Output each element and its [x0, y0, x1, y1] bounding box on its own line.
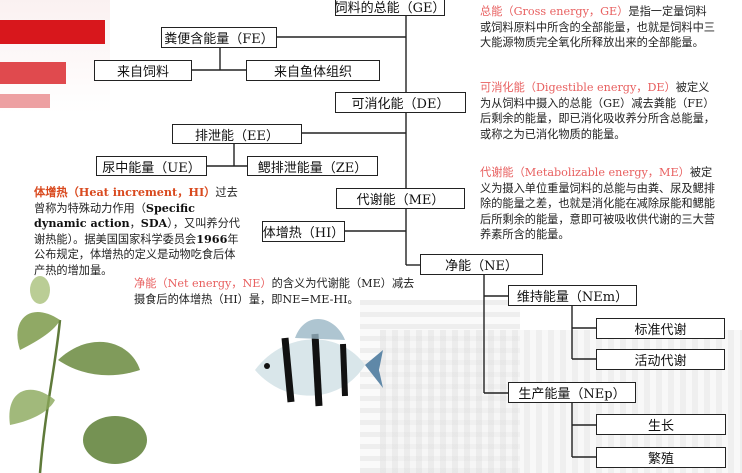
box-ze: 鳃排泄能量（ZE） [247, 156, 378, 176]
box-nem: 维持能量（NEm） [508, 285, 637, 306]
note-hi-text-2: ， [129, 217, 141, 230]
note-hi-text-4: 年公布规定，体增热的定义是动物吃食后体产热的增加量。 [34, 232, 239, 277]
note-ne-term: 净能（Net energy，NE） [134, 277, 272, 290]
box-fe: 粪便含能量（FE） [161, 27, 277, 48]
note-me-term: 代谢能（Metabolizable energy，ME） [480, 166, 690, 179]
note-hi: 体增热（Heat increment，HI）过去曾称为特殊动力作用（Specif… [34, 185, 246, 278]
box-ge: 饲料的总能（GE） [335, 0, 445, 16]
note-de: 可消化能（Digestible energy，DE）被定义为从饲料中摄入的总能（… [480, 80, 716, 142]
note-ne-text: 的含义为代谢能（ME）减去摄食后的体增热（HI）量，即NE=ME-HI。 [134, 277, 415, 306]
fish-illustration [255, 319, 383, 407]
box-me: 代谢能（ME） [336, 188, 465, 209]
box-ue: 尿中能量（UE） [96, 156, 207, 176]
box-from-feed: 来自饲料 [94, 60, 192, 81]
box-from-fish: 来自鱼体组织 [246, 60, 380, 81]
red-stripe-top [0, 20, 105, 44]
box-hi: 体增热（HI） [262, 221, 345, 242]
note-ge-text: 是指一定量饲料或饲料原料中所含的全部能量，也就是饲料中三大能源物质完全氧化所释放… [480, 5, 715, 49]
box-nep: 生产能量（NEp） [508, 382, 636, 403]
box-act-metab: 活动代谢 [596, 349, 725, 370]
note-hi-bold-2: SDA [140, 216, 168, 230]
box-std-metab: 标准代谢 [596, 318, 725, 339]
box-ne: 净能（NE） [420, 254, 543, 275]
box-repro: 繁殖 [596, 447, 726, 468]
box-de: 可消化能（DE） [335, 92, 466, 113]
note-de-term: 可消化能（Digestible energy，DE） [480, 81, 676, 94]
note-hi-text-3: ），又叫养分代谢热能）。据美国国家科学委员会 [34, 217, 240, 246]
note-me: 代谢能（Metabolizable energy，ME）被定义为摄入单位重量饲料… [480, 165, 716, 243]
plant-illustration [9, 276, 147, 473]
note-de-text: 被定义为从饲料中摄入的总能（GE）减去粪能（FE）后剩余的能量，即已消化吸收养分… [480, 81, 715, 141]
note-ne: 净能（Net energy，NE）的含义为代谢能（ME）减去摄食后的体增热（HI… [134, 276, 418, 307]
note-ge: 总能（Gross energy，GE）是指一定量饲料或饲料原料中所含的全部能量，… [480, 4, 716, 51]
note-hi-term: 体增热（Heat increment，HI） [34, 185, 216, 199]
note-hi-text-1: 过去曾称为特殊动力作用（ [34, 186, 238, 215]
note-hi-bold-3: 1966 [196, 231, 228, 246]
note-me-text: 被定义为摄入单位重量饲料的总能与由粪、尿及鳃排除的能量之差，也就是消化能在减除尿… [480, 166, 715, 241]
note-ge-term: 总能（Gross energy，GE） [480, 5, 629, 18]
red-stripe-bottom [0, 94, 50, 108]
red-stripe-middle [0, 62, 66, 84]
box-growth: 生长 [596, 414, 726, 435]
note-hi-bold-1: Specific dynamic action [34, 200, 195, 231]
box-ee: 排泄能（EE） [172, 124, 302, 144]
